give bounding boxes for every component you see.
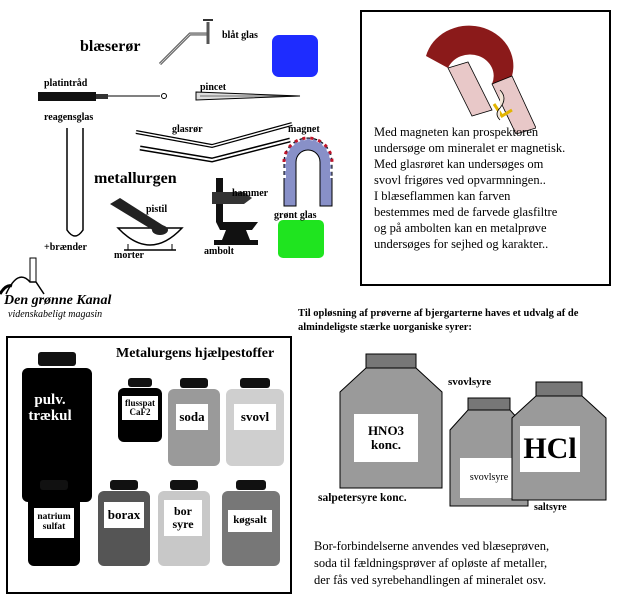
- jar-label: soda: [176, 404, 208, 430]
- info-line: undersøge om mineralet er magnetisk.: [374, 141, 566, 155]
- label-blaeseroer: blæserør: [80, 38, 141, 55]
- info-line: undersøges for sejhed og karakter..: [374, 237, 549, 251]
- jar-label: bor syre: [164, 500, 202, 536]
- jar-label: pulv. trækul: [28, 392, 72, 424]
- glass-tube-icon: [135, 122, 293, 163]
- jar-svovl: svovl: [226, 378, 284, 466]
- mortar-pestle-icon: [110, 198, 184, 251]
- anvil-icon: [214, 222, 258, 245]
- info-line: svovl frigøres ved opvarmningen..: [374, 173, 546, 187]
- burner-icon: [0, 257, 45, 295]
- label-platintraad: platintråd: [44, 78, 88, 89]
- jar-soda: soda: [168, 378, 220, 466]
- label-reagensglas: reagensglas: [44, 112, 94, 123]
- label-pincet: pincet: [200, 82, 227, 93]
- jar-natrium-sulfat: natrium sulfat: [28, 480, 80, 566]
- label-glasroer: glasrør: [172, 124, 203, 135]
- logo: Den grønne Kanal videnskabeligt magasin: [4, 293, 111, 320]
- test-tube-icon: [66, 128, 84, 237]
- logo-tagline: videnskabeligt magasin: [8, 309, 103, 320]
- info-text: Med magneten kan prospektoren undersøge …: [374, 124, 565, 252]
- info-line: I blæseflammen kan farven: [374, 189, 511, 203]
- magnet-info-box: Med magneten kan prospektoren undersøge …: [360, 10, 611, 286]
- label-hammer: hammer: [232, 188, 269, 199]
- svovlsyre-bottle: svovlsyre: [448, 396, 530, 508]
- caption-salpetersyre: salpetersyre konc.: [318, 492, 407, 504]
- jar-pulv-traekul: pulv. trækul: [22, 352, 92, 502]
- info-line: Med glasrøret kan undersøges om: [374, 157, 544, 171]
- label-morter: morter: [114, 250, 144, 261]
- label-blaat-glas: blåt glas: [222, 30, 258, 41]
- hno3-label: HNO3 konc.: [354, 414, 418, 462]
- jar-label: borax: [104, 502, 144, 528]
- acids-heading: Til opløsning af prøverne af bjergartern…: [298, 308, 579, 333]
- blue-glass-swatch: [272, 35, 318, 77]
- svovlsyre-label: svovlsyre: [460, 458, 518, 498]
- label-braender: +brænder: [44, 242, 87, 253]
- jar-bor-syre: bor syre: [158, 480, 210, 566]
- jar-borax: borax: [98, 480, 150, 566]
- jar-label: natrium sulfat: [34, 508, 74, 538]
- hcl-label: HCl: [520, 426, 580, 472]
- green-glass-swatch: [278, 220, 324, 258]
- footer-line: Bor-forbindelserne anvendes ved blæseprø…: [314, 539, 550, 553]
- label-pistil: pistil: [146, 204, 168, 215]
- label-svovlsyre-title: svovlsyre: [448, 376, 492, 388]
- acids-footer: Bor-forbindelserne anvendes ved blæseprø…: [314, 538, 549, 589]
- jar-label: flusspat CaF2: [122, 396, 158, 420]
- label-ambolt: ambolt: [204, 246, 234, 257]
- info-line: Med magneten kan prospektoren: [374, 125, 539, 139]
- magnet-hand-icon: [426, 25, 536, 134]
- label-groent-glas: grønt glas: [274, 210, 317, 221]
- helpers-box: Metalurgens hjælpestoffer pulv. trækul f…: [6, 336, 292, 594]
- jar-label: køgsalt: [228, 510, 272, 532]
- info-line: og på ambolten kan en metalprøve: [374, 221, 547, 235]
- hno3-bottle: HNO3 konc.: [338, 350, 444, 490]
- logo-name: Den grønne Kanal: [4, 293, 112, 308]
- label-metallurgen: metallurgen: [94, 170, 177, 187]
- platinum-wire-icon: [38, 92, 167, 101]
- tools-illustration: [0, 19, 334, 295]
- label-magnet: magnet: [288, 124, 320, 135]
- jar-koegsalt: køgsalt: [222, 480, 280, 566]
- helpers-title: Metalurgens hjælpestoffer: [116, 346, 275, 361]
- jar-label: svovl: [234, 404, 276, 430]
- magnet-icon: [282, 136, 334, 207]
- blowpipe-icon: [158, 19, 213, 66]
- info-line: bestemmes med de farvede glasfiltre: [374, 205, 558, 219]
- jar-flusspat: flusspat CaF2: [118, 378, 162, 442]
- hcl-bottle: HCl: [510, 380, 608, 502]
- tweezers-icon: [195, 91, 301, 101]
- hammer-icon: [212, 178, 252, 222]
- footer-line: der fås ved syrebehandlingen af minerale…: [314, 573, 547, 587]
- caption-saltsyre: saltsyre: [534, 502, 567, 513]
- footer-line: soda til fældningsprøver af opløste af m…: [314, 556, 548, 570]
